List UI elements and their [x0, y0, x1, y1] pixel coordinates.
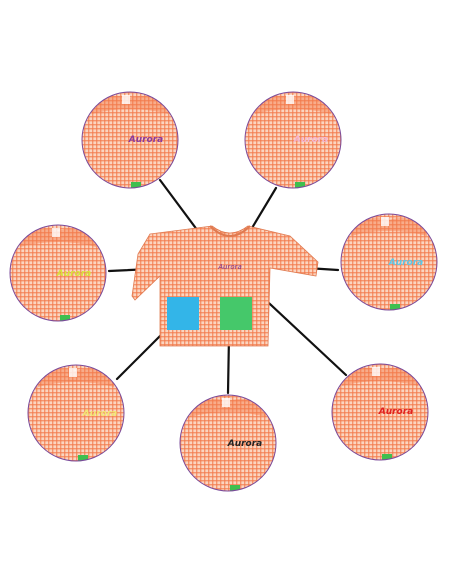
- variant-circle-light-pink[interactable]: Aurora: [244, 91, 342, 189]
- embroidery-label: Aurora: [56, 269, 92, 279]
- embroidery-label: Aurora: [293, 135, 329, 145]
- pocket-left: [167, 297, 199, 330]
- variant-circle-light-blue[interactable]: Aurora: [340, 213, 438, 311]
- embroidery-label: Aurora: [388, 258, 424, 268]
- center-embroidery-label: Aurora: [217, 263, 242, 271]
- smock-garment: Aurora: [131, 225, 319, 347]
- embroidery-label: Aurora: [128, 135, 164, 145]
- variant-circle-black[interactable]: Aurora: [179, 394, 277, 492]
- pocket-right: [220, 297, 252, 330]
- variant-circle-pale-yellow[interactable]: Aurora: [27, 364, 125, 462]
- embroidery-label: Aurora: [378, 407, 414, 417]
- variant-circle-red[interactable]: Aurora: [331, 363, 429, 461]
- embroidery-label: Aurora: [227, 439, 263, 449]
- variant-circle-yellow[interactable]: Aurora: [9, 224, 107, 322]
- variant-circle-purple[interactable]: Aurora: [81, 91, 179, 189]
- embroidery-label: Aurora: [82, 409, 118, 419]
